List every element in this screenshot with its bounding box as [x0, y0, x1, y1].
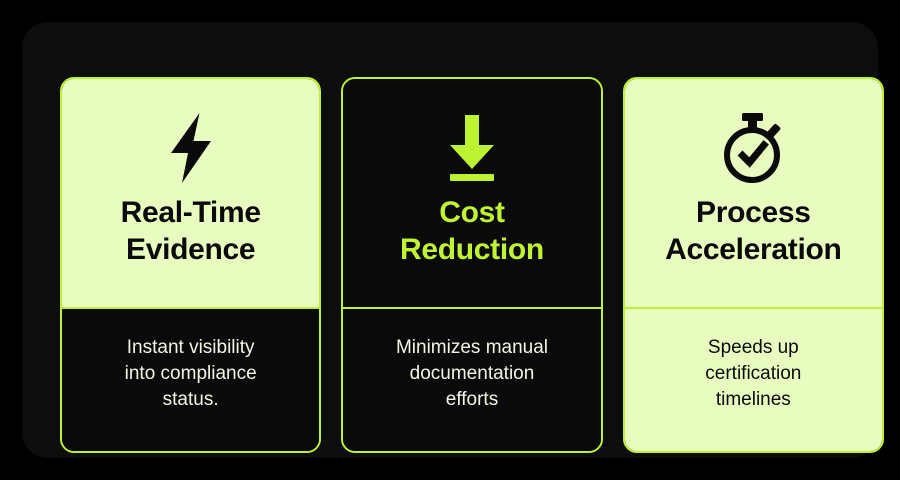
card-body: Minimizes manual documentation efforts	[343, 309, 601, 451]
feature-cards-panel: Real-Time Evidence Instant visibility in…	[22, 22, 884, 458]
card-body: Speeds up certification timelines	[624, 309, 882, 451]
stopwatch-check-icon	[714, 109, 792, 187]
feature-card-cost-reduction[interactable]: Cost Reduction Minimizes manual document…	[341, 77, 603, 453]
card-head: Cost Reduction	[343, 79, 601, 309]
card-title: Cost Reduction	[400, 196, 544, 266]
feature-card-list: Real-Time Evidence Instant visibility in…	[60, 77, 884, 453]
card-description: Minimizes manual documentation efforts	[395, 336, 549, 411]
feature-card-real-time-evidence[interactable]: Real-Time Evidence Instant visibility in…	[60, 77, 322, 453]
feature-card-process-acceleration[interactable]: Process Acceleration Speeds up certifica…	[622, 77, 884, 453]
lightning-bolt-icon	[161, 109, 221, 187]
card-title: Real-Time Evidence	[120, 196, 261, 266]
card-body: Instant visibility into compliance statu…	[62, 309, 320, 451]
card-head: Process Acceleration	[624, 79, 882, 309]
card-title: Process Acceleration	[665, 196, 842, 266]
download-arrow-icon	[440, 109, 504, 187]
card-description: Instant visibility into compliance statu…	[124, 336, 257, 411]
card-description: Speeds up certification timelines	[705, 336, 802, 411]
card-head: Real-Time Evidence	[62, 79, 320, 309]
